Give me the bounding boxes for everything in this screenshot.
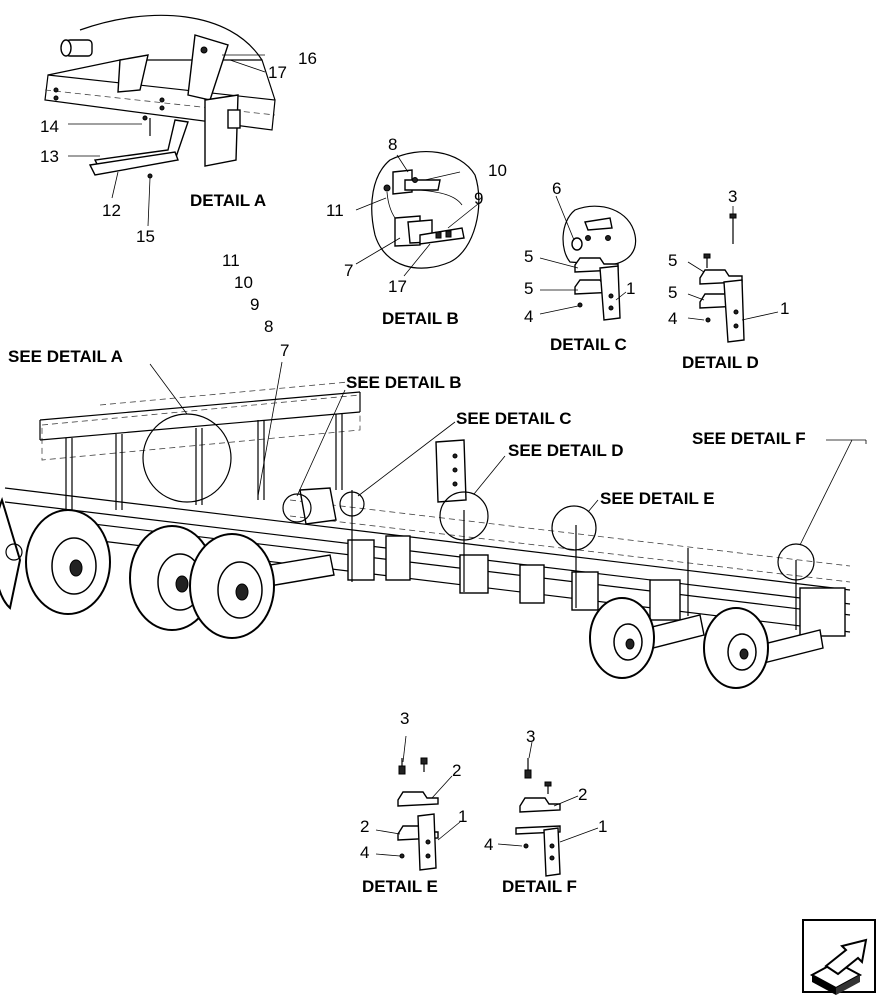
callout-f-3: 3: [526, 727, 535, 746]
callout-c-5b: 5: [524, 279, 533, 298]
callout-a-17: 17: [268, 63, 287, 82]
next-page-button[interactable]: [802, 919, 876, 995]
callout-d-3: 3: [728, 187, 737, 206]
see-detail-b-label: SEE DETAIL B: [346, 373, 462, 392]
detail-b-circle: [282, 493, 312, 523]
callout-d-5a: 5: [668, 251, 677, 270]
callout-e-2b: 2: [360, 817, 369, 836]
next-page-arrow-icon: [809, 938, 868, 995]
callout-e-4: 4: [360, 843, 369, 862]
see-detail-c-label: SEE DETAIL C: [456, 409, 572, 428]
detail-c-circle: [339, 491, 365, 517]
detail-a-title: DETAIL A: [190, 191, 266, 210]
detail-b-title: DETAIL B: [382, 309, 459, 328]
callout-b-8: 8: [388, 135, 397, 154]
detail-a-drawing: [44, 14, 276, 227]
callout-d-4: 4: [668, 309, 677, 328]
callout-d-5b: 5: [668, 283, 677, 302]
detail-d-drawing: [687, 206, 779, 343]
callout-a-16: 16: [298, 49, 317, 68]
detail-f-drawing: [497, 741, 599, 877]
callout-c-4: 4: [524, 307, 533, 326]
callout-a-13: 13: [40, 147, 59, 166]
callout-a-15: 15: [136, 227, 155, 246]
detail-c-title: DETAIL C: [550, 335, 627, 354]
callout-stack-10: 10: [234, 273, 253, 292]
callout-b-7: 7: [344, 261, 353, 280]
callout-e-3: 3: [400, 709, 409, 728]
detail-e-circle: [551, 505, 597, 551]
callout-stack-11: 11: [222, 251, 240, 270]
callout-f-2: 2: [578, 785, 587, 804]
detail-b-drawing: [355, 150, 480, 277]
callout-stack-7: 7: [280, 341, 289, 360]
callout-stack-8: 8: [264, 317, 273, 336]
detail-f-title: DETAIL F: [502, 877, 577, 896]
callout-c-6: 6: [552, 179, 561, 198]
wheel-group-right: [589, 597, 769, 689]
callout-a-12: 12: [102, 201, 121, 220]
see-detail-f-label: SEE DETAIL F: [692, 429, 806, 448]
callout-b-9: 9: [474, 189, 483, 208]
callout-a-14: 14: [40, 117, 59, 136]
detail-e-title: DETAIL E: [362, 877, 438, 896]
callout-c-1: 1: [626, 279, 635, 298]
callout-e-1: 1: [458, 807, 467, 826]
wheel-group-left: [0, 496, 275, 639]
detail-f-circle: [777, 543, 815, 581]
see-detail-e-label: SEE DETAIL E: [600, 489, 715, 508]
callout-b-10: 10: [488, 161, 507, 180]
callout-e-2a: 2: [452, 761, 461, 780]
detail-d-title: DETAIL D: [682, 353, 759, 372]
callout-b-17: 17: [388, 277, 407, 296]
callout-stack-9: 9: [250, 295, 259, 314]
detail-c-drawing: [539, 195, 637, 321]
detail-d-circle: [439, 491, 489, 541]
callout-f-1: 1: [598, 817, 607, 836]
see-detail-d-label: SEE DETAIL D: [508, 441, 624, 460]
callout-f-4: 4: [484, 835, 493, 854]
detail-e-drawing: [375, 735, 461, 871]
see-detail-a-label: SEE DETAIL A: [8, 347, 123, 366]
callout-c-5a: 5: [524, 247, 533, 266]
callout-b-11: 11: [326, 201, 344, 220]
callout-d-1: 1: [780, 299, 789, 318]
